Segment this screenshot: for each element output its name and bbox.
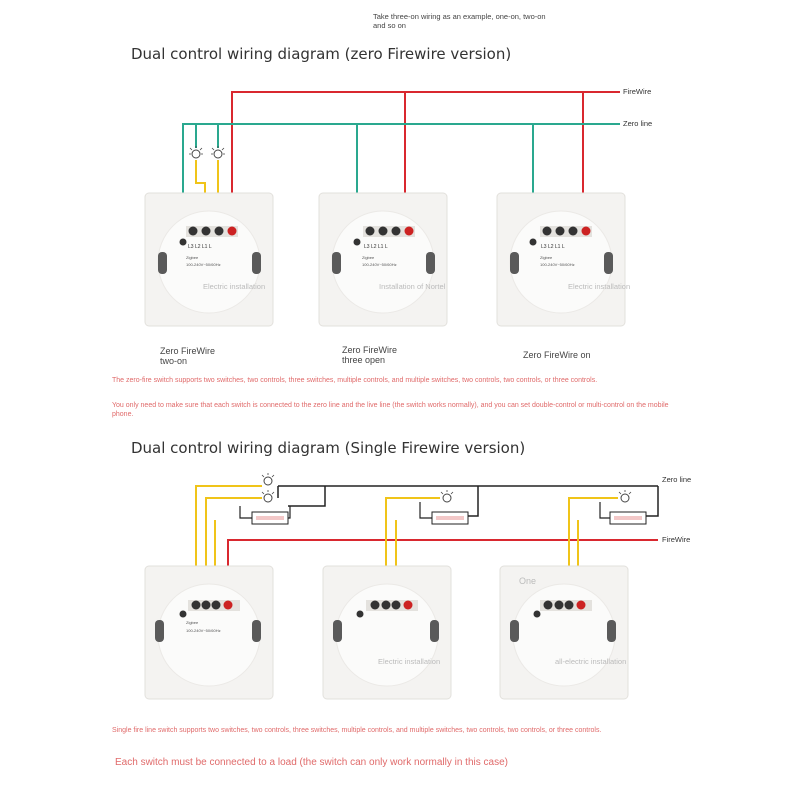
panel-text: Electric installation [378, 657, 441, 666]
switch-panel-single-1: Zigbee 100-240V~50/60Hz [144, 565, 274, 700]
panel-text: Electric installation [203, 282, 266, 291]
svg-text:Zigbee: Zigbee [362, 255, 375, 260]
panel-one-label: One [519, 576, 537, 586]
panel-text: Electric installation [568, 282, 631, 291]
load-wires-single [239, 502, 612, 519]
terminal-screw-icon [542, 226, 591, 236]
section2-note2: Each switch must be connected to a load … [115, 757, 508, 768]
bulb-icon [440, 490, 454, 503]
firewire-label: FireWire [623, 87, 652, 96]
top-note: Take three-on wiring as an example, one-… [373, 12, 546, 30]
terminal-screw-icon [365, 226, 414, 236]
section2-title: Dual control wiring diagram (Single Fire… [131, 439, 526, 457]
bulb-icon [261, 490, 275, 503]
switch-caption: Zero FireWire three open [342, 345, 398, 365]
bulb-icon [211, 146, 225, 159]
switch-panel-single-2 [322, 565, 452, 700]
terminal-screw-icon [191, 600, 233, 610]
switch-panel-2: L3 L2 L1 L Zigbee 100-240V~50/60Hz [318, 192, 448, 327]
svg-text:L3 L2 L1 L: L3 L2 L1 L [541, 244, 565, 250]
load-resistor-icon [251, 511, 289, 525]
zero-line-label: Zero line [623, 119, 653, 128]
svg-text:Zigbee: Zigbee [186, 255, 199, 260]
svg-text:100-240V~50/60Hz: 100-240V~50/60Hz [362, 262, 397, 267]
svg-text:L3 L2 L1 L: L3 L2 L1 L [188, 244, 212, 250]
zero-line-label: Zero line [662, 475, 692, 484]
terminal-screw-icon [188, 226, 237, 236]
section2-note1: Single fire line switch supports two swi… [112, 727, 602, 734]
terminal-screw-icon [543, 600, 586, 610]
zero-wire-single [277, 485, 659, 517]
bulb-icon [261, 473, 275, 486]
panel-text: all-electric installation [555, 657, 627, 666]
switch-panel-3: L3 L2 L1 L Zigbee 100-240V~50/60Hz [496, 192, 626, 327]
svg-text:100-240V~50/60Hz: 100-240V~50/60Hz [186, 628, 221, 633]
switch-panel-single-3 [499, 565, 629, 700]
svg-text:Zigbee: Zigbee [540, 255, 553, 260]
bulb-icon [189, 146, 203, 159]
panel-text: Installation of Nortel [379, 282, 446, 291]
switch-caption: Zero FireWire on [523, 350, 591, 360]
section1-title: Dual control wiring diagram (zero Firewi… [131, 45, 512, 63]
section1-note2: You only need to make sure that each swi… [112, 402, 669, 418]
load-resistor-icon [609, 511, 647, 525]
svg-text:L3 L2 L1 L: L3 L2 L1 L [364, 244, 388, 250]
svg-text:Zigbee: Zigbee [186, 620, 199, 625]
load-resistor-icon [431, 511, 469, 525]
svg-text:100-240V~50/60Hz: 100-240V~50/60Hz [186, 262, 221, 267]
firewire-label: FireWire [662, 535, 691, 544]
switch-caption: Zero FireWire two-on [160, 346, 216, 366]
switch-panel-1: L3 L2 L1 L Zigbee 100-240V~50/60Hz [144, 192, 274, 327]
terminal-screw-icon [370, 600, 413, 610]
section1-note1: The zero-fire switch supports two switch… [112, 377, 598, 384]
svg-text:100-240V~50/60Hz: 100-240V~50/60Hz [540, 262, 575, 267]
bulb-icon [618, 490, 632, 503]
